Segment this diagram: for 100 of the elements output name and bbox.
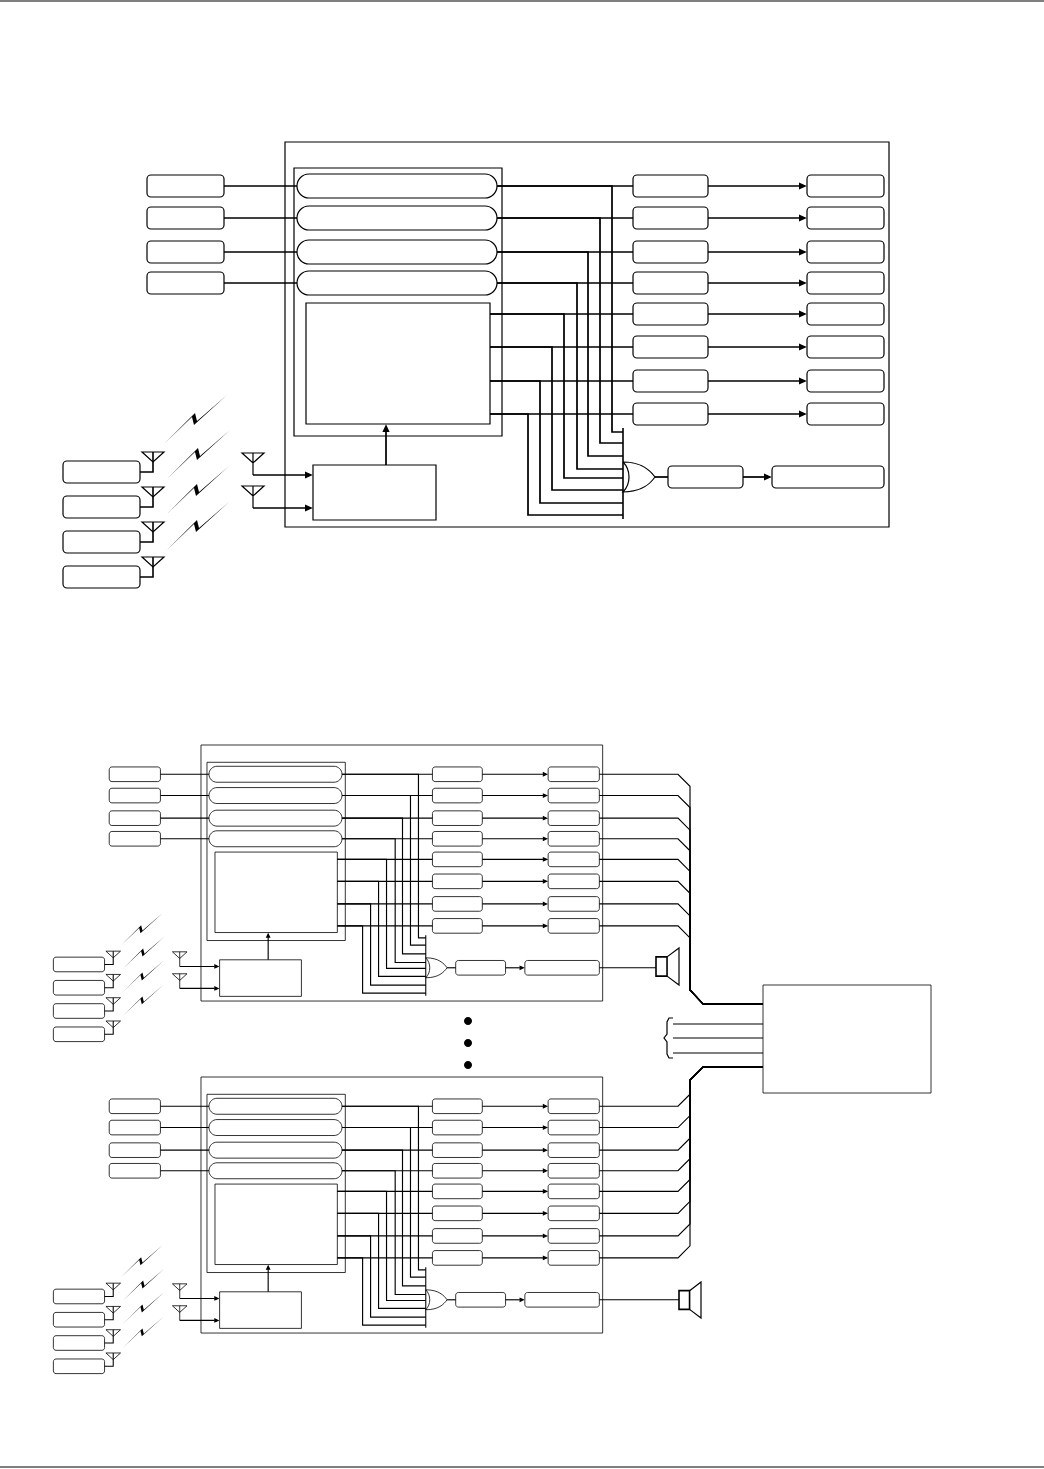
rounded-box — [632, 369, 709, 393]
arrow — [481, 771, 548, 777]
antenna-box — [52, 1352, 121, 1374]
rounded-box — [108, 1098, 161, 1114]
rounded-box — [432, 787, 483, 804]
antenna-box — [52, 973, 121, 996]
or-gate-symbol — [425, 934, 448, 997]
rounded-bar — [296, 239, 498, 265]
receiver-box — [312, 464, 437, 521]
rounded-box — [547, 873, 600, 890]
connector — [159, 1170, 210, 1172]
connector — [496, 217, 624, 444]
connector — [672, 1052, 764, 1054]
antenna-box — [52, 1329, 121, 1351]
or-gate-symbol — [622, 427, 656, 520]
block-box — [214, 1183, 338, 1265]
rounded-box — [806, 335, 885, 359]
rounded-box — [432, 1119, 483, 1136]
connector — [446, 967, 457, 969]
rounded-box — [432, 831, 483, 847]
rounded-box — [632, 335, 709, 359]
antenna-icon — [172, 1305, 188, 1321]
connector — [598, 1299, 680, 1301]
antenna-box — [52, 1305, 121, 1328]
connector — [336, 858, 427, 970]
connector — [341, 1170, 427, 1296]
rounded-box — [547, 896, 600, 912]
rounded-box — [524, 960, 600, 976]
rounded-box — [547, 766, 600, 782]
rounded-box — [547, 1098, 600, 1114]
rounded-box — [146, 206, 225, 230]
antenna-box — [62, 521, 166, 554]
connector — [654, 476, 669, 478]
rounded-box — [146, 271, 225, 295]
connector — [159, 1126, 210, 1129]
module-frame — [200, 1076, 604, 1334]
rounded-box — [547, 787, 600, 804]
rounded-bar — [296, 205, 498, 231]
rounded-box — [432, 896, 483, 912]
rounded-box — [547, 1183, 600, 1200]
connector — [341, 817, 427, 955]
connector — [159, 794, 210, 797]
rounded-box — [547, 1142, 600, 1158]
connector — [223, 185, 298, 187]
arrow — [481, 815, 548, 821]
connector — [489, 413, 624, 516]
rounded-bar — [296, 270, 498, 296]
connector — [496, 251, 624, 457]
rounded-box — [108, 1142, 161, 1158]
rounded-bar — [208, 765, 343, 783]
antenna-box — [52, 950, 121, 973]
rounded-box — [432, 1228, 483, 1244]
connector — [672, 1023, 764, 1025]
rounded-bar — [208, 1097, 343, 1115]
group-frame — [206, 1093, 346, 1273]
connector — [336, 925, 427, 994]
rounded-box — [547, 1119, 600, 1136]
antenna-box — [52, 1282, 121, 1305]
rounded-box — [146, 174, 225, 198]
arrow — [481, 1103, 548, 1109]
rounded-box — [632, 240, 709, 264]
rounded-bar — [208, 1162, 343, 1180]
rounded-box — [108, 810, 161, 826]
rounded-box — [432, 810, 483, 826]
rounded-box — [806, 302, 885, 326]
group-frame — [206, 761, 346, 941]
rounded-box — [108, 831, 161, 847]
antenna-icon — [172, 1283, 188, 1299]
connector — [341, 773, 427, 939]
rounded-box — [806, 402, 885, 426]
connector — [159, 773, 210, 775]
or-gate-symbol — [425, 1266, 448, 1329]
rounded-box — [547, 918, 600, 934]
connector — [223, 217, 298, 219]
rounded-box — [632, 271, 709, 295]
connector — [223, 282, 298, 284]
arrow — [481, 878, 548, 884]
rounded-box — [547, 810, 600, 826]
connector — [341, 1105, 427, 1271]
speaker-icon — [655, 946, 680, 987]
connector — [341, 838, 427, 964]
antenna-box — [62, 451, 166, 484]
rounded-box — [432, 1205, 483, 1222]
connector — [598, 967, 657, 969]
connector — [336, 1235, 427, 1318]
rounded-box — [432, 1098, 483, 1114]
antenna-box — [52, 997, 121, 1019]
rounded-bar — [208, 787, 343, 804]
rounded-box — [432, 873, 483, 890]
rounded-box — [806, 271, 885, 295]
arrow — [481, 856, 548, 862]
rounded-box — [432, 1183, 483, 1200]
connector — [341, 1149, 427, 1287]
connector — [336, 880, 427, 977]
antenna-box — [62, 556, 166, 589]
rounded-box — [146, 240, 225, 264]
arrow — [481, 1125, 548, 1130]
antenna-icon — [172, 951, 188, 967]
module-frame — [200, 744, 604, 1002]
block-box — [305, 302, 491, 425]
